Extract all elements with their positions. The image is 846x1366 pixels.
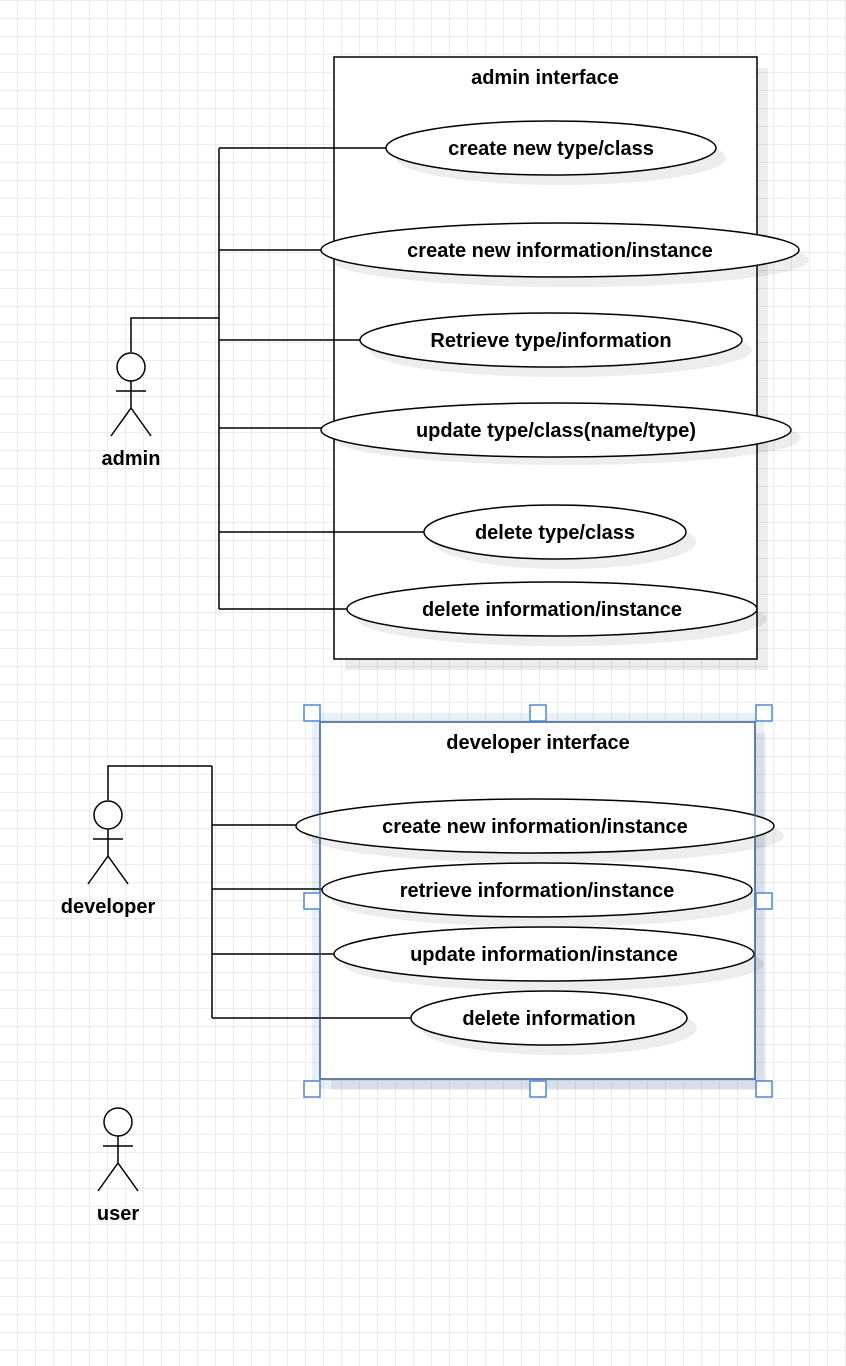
user-actor-label: user — [97, 1203, 139, 1225]
use-case-label: Retrieve type/information — [430, 330, 671, 352]
admin-use-case[interactable]: update type/class(name/type) — [320, 402, 801, 465]
developer-use-case[interactable]: delete information — [410, 990, 697, 1055]
developer-use-case[interactable]: create new information/instance — [295, 798, 784, 863]
admin-use-case[interactable]: Retrieve type/information — [359, 312, 752, 377]
user-actor[interactable]: user — [97, 1107, 139, 1225]
actor-head — [93, 800, 123, 830]
admin-actor-label: admin — [102, 448, 161, 470]
actor-legs — [97, 1161, 139, 1192]
resize-handle-bottom-right[interactable] — [755, 1080, 773, 1098]
developer-actor[interactable]: developer — [61, 800, 156, 918]
resize-handle-top[interactable] — [529, 704, 547, 722]
actor-legs — [110, 406, 152, 437]
resize-handle-right[interactable] — [755, 892, 773, 910]
admin-actor[interactable]: admin — [102, 352, 161, 470]
resize-handle-top-left[interactable] — [303, 704, 321, 722]
developer-use-case[interactable]: update information/instance — [333, 926, 764, 991]
use-case-label: update information/instance — [410, 944, 678, 966]
admin-use-case[interactable]: delete information/instance — [346, 581, 767, 646]
resize-handle-bottom[interactable] — [529, 1080, 547, 1098]
use-case-label: create new information/instance — [407, 240, 713, 262]
actor-head — [103, 1107, 133, 1137]
admin-use-case[interactable]: create new information/instance — [320, 222, 809, 287]
use-case-label: retrieve information/instance — [400, 880, 675, 902]
developer-connectors — [107, 765, 411, 1019]
developer-actor-connector[interactable] — [107, 765, 212, 800]
actor-head — [116, 352, 146, 382]
admin-actor-connector[interactable] — [130, 317, 219, 352]
developer-use-case[interactable]: retrieve information/instance — [321, 862, 762, 927]
use-case-label: update type/class(name/type) — [416, 420, 696, 442]
use-case-label: delete type/class — [475, 522, 635, 544]
admin-interface-title: admin interface — [471, 67, 619, 89]
resize-handle-bottom-left[interactable] — [303, 1080, 321, 1098]
use-case-label: delete information/instance — [422, 599, 682, 621]
resize-handle-top-right[interactable] — [755, 704, 773, 722]
developer-interface-title: developer interface — [446, 732, 629, 754]
actor-legs — [87, 854, 129, 885]
admin-use-case[interactable]: delete type/class — [423, 504, 696, 569]
use-case-label: create new information/instance — [382, 816, 688, 838]
selection-handles[interactable] — [303, 704, 773, 1098]
resize-handle-left[interactable] — [303, 892, 321, 910]
developer-actor-label: developer — [61, 896, 156, 918]
admin-use-case[interactable]: create new type/class — [385, 120, 726, 185]
admin-connectors — [130, 147, 424, 610]
use-case-label: create new type/class — [448, 138, 654, 160]
use-case-label: delete information — [462, 1008, 635, 1030]
